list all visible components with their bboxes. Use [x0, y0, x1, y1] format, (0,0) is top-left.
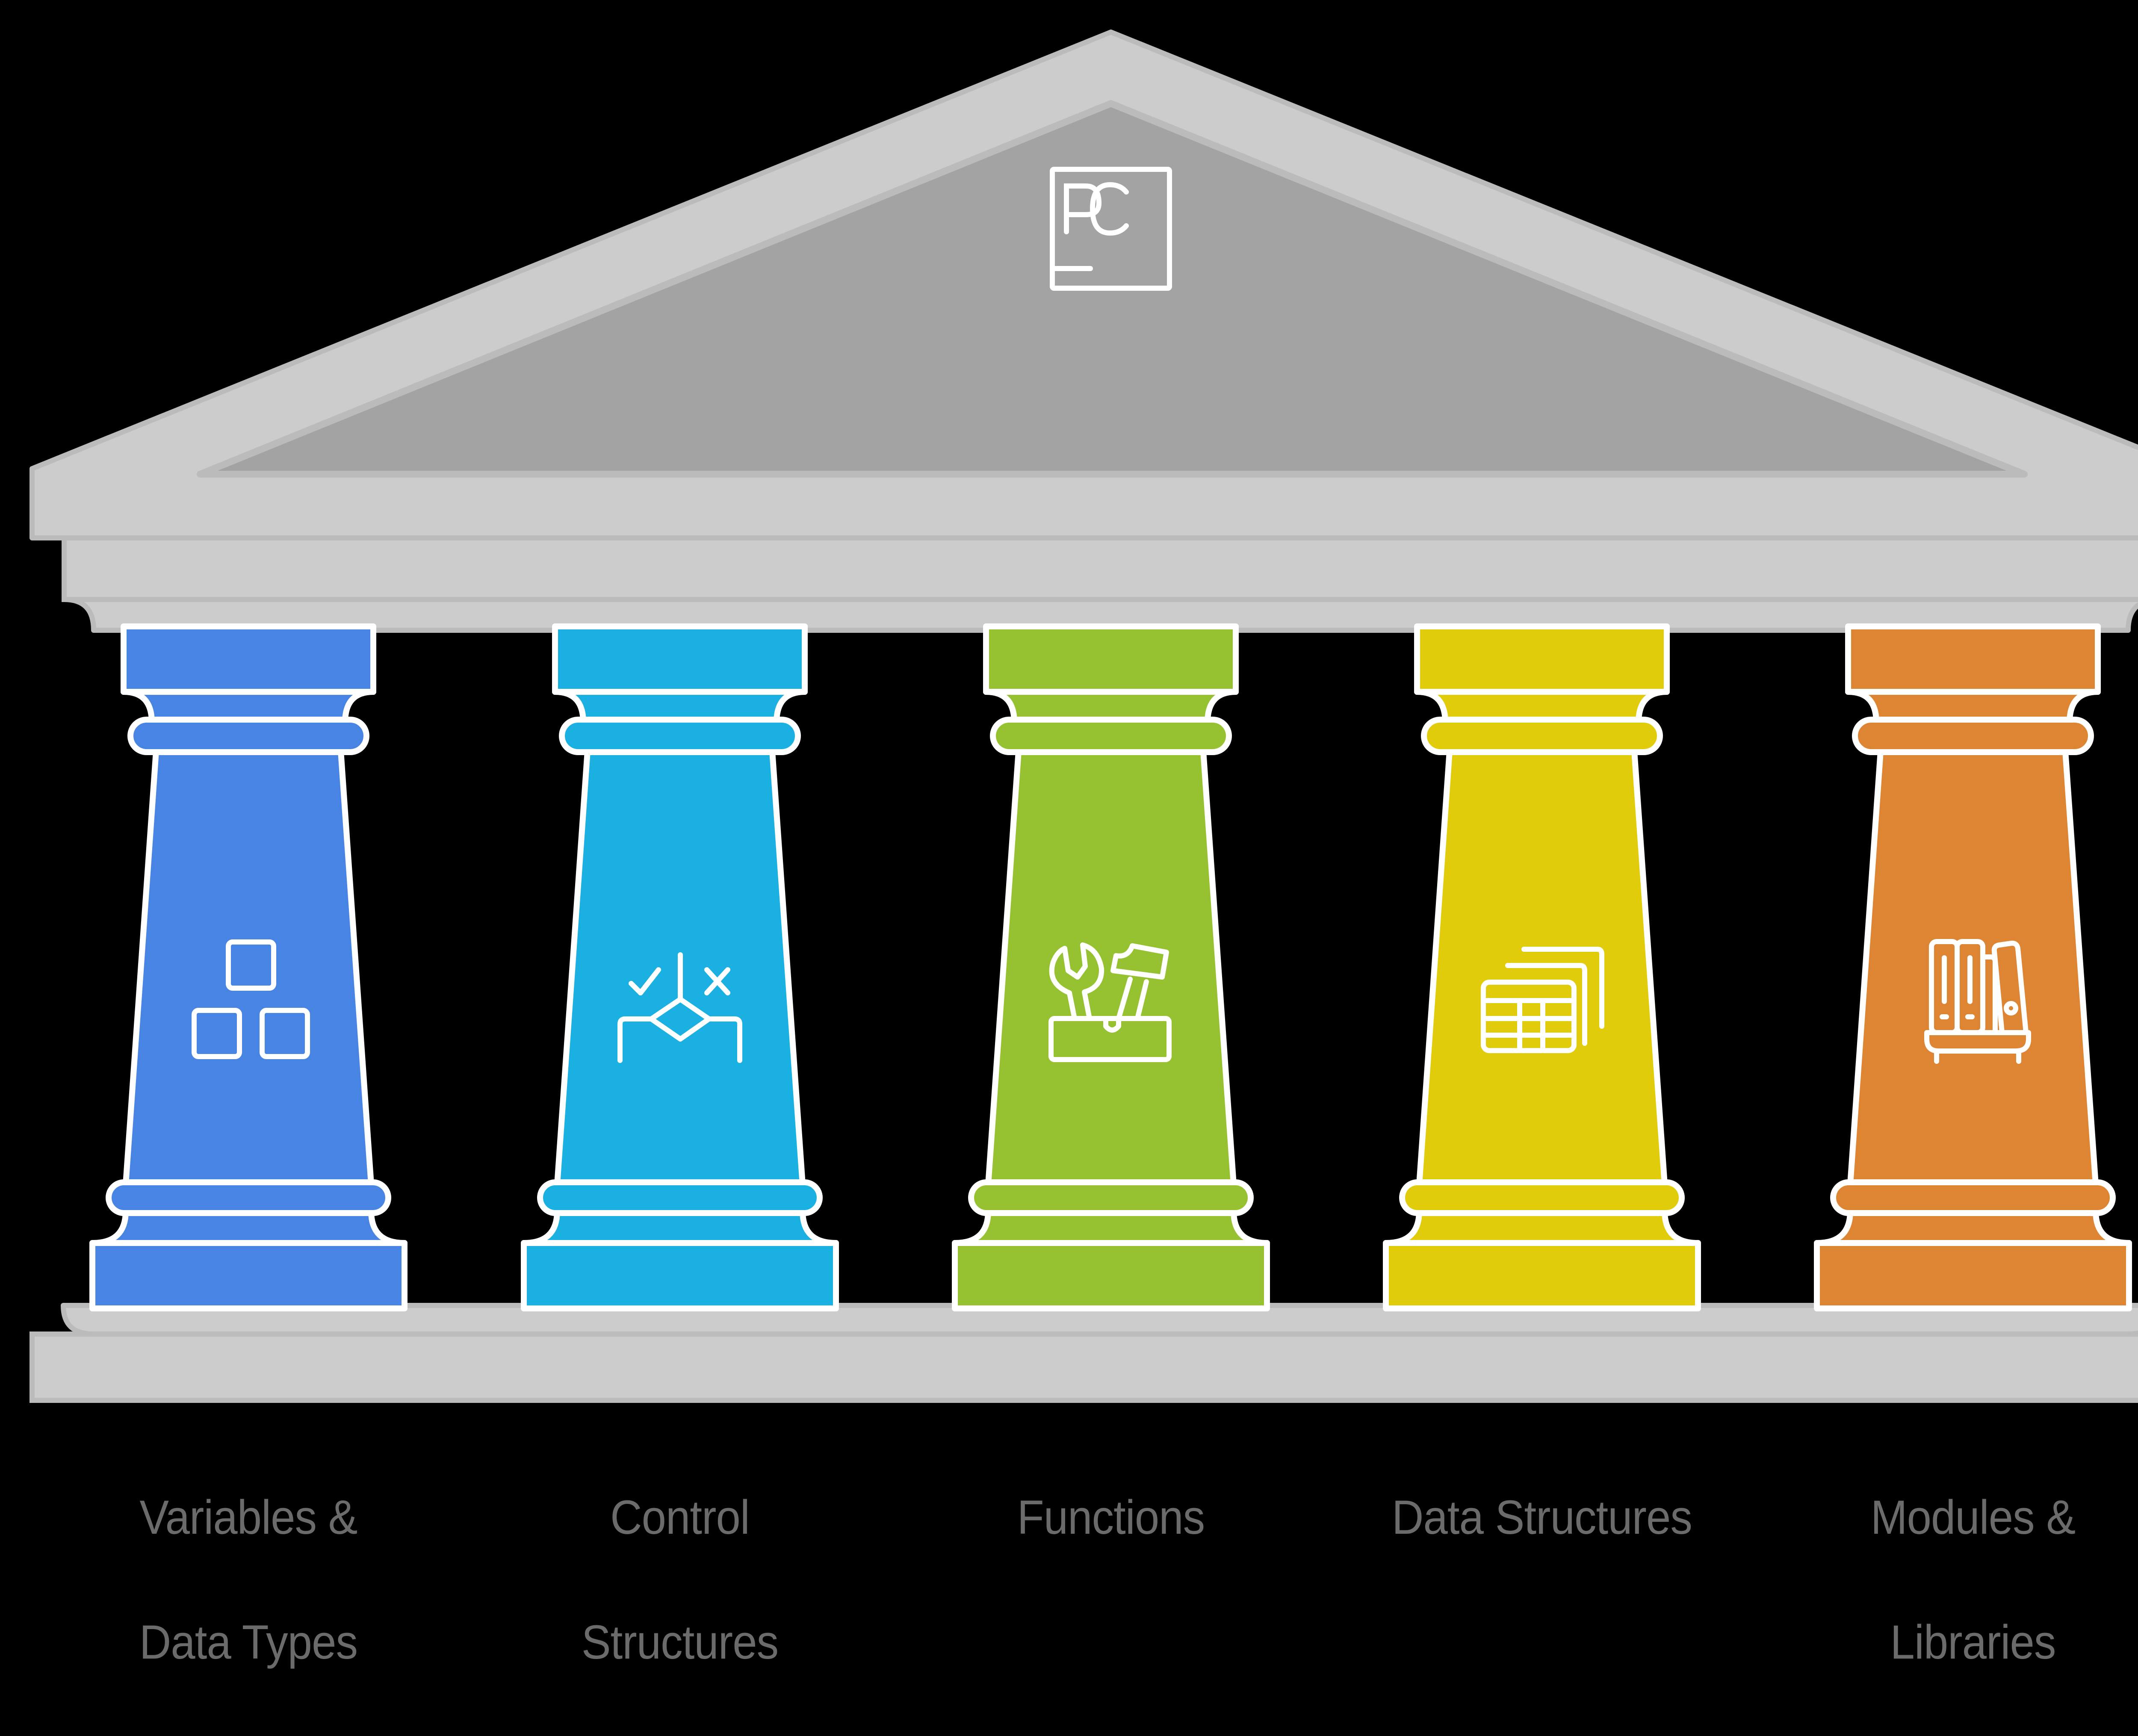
capital-block: [1414, 623, 1670, 695]
capital-block: [983, 623, 1239, 695]
pediment: [30, 30, 2138, 633]
lower-ring: [968, 1179, 1254, 1216]
shaft: [985, 748, 1237, 1187]
pillars: [89, 623, 2132, 1311]
lower-ring: [1399, 1179, 1685, 1216]
temple-diagram: [30, 30, 2138, 1403]
plinth: [952, 1240, 1270, 1311]
architrave: [62, 597, 2138, 633]
upper-ring: [990, 717, 1232, 755]
stacked-tables-icon: [1481, 947, 1604, 1053]
pillar-control: [521, 623, 839, 1311]
decision-flow-icon: [617, 952, 742, 1063]
lower-ring: [1830, 1179, 2116, 1216]
toolbox-icon: [1048, 942, 1172, 1062]
shaft: [1847, 748, 2099, 1187]
pillar-functions: [952, 623, 1270, 1311]
blocks-icon: [192, 939, 310, 1059]
upper-ring: [1852, 717, 2094, 755]
capital-block: [552, 623, 808, 695]
pillar-label-control: Control Structures: [581, 1491, 779, 1669]
plinth: [1383, 1240, 1701, 1311]
pillar-variables: [89, 623, 408, 1311]
pillar-label-variables: Variables & Data Types: [139, 1491, 358, 1669]
upper-ring: [1421, 717, 1663, 755]
plinth: [89, 1240, 408, 1311]
upper-ring: [127, 717, 369, 755]
plinth: [1814, 1240, 2132, 1311]
capital-block: [121, 623, 376, 695]
pillar-label-modules: Modules & Libraries: [1870, 1491, 2076, 1669]
plinth: [521, 1240, 839, 1311]
lower-ring: [106, 1179, 391, 1216]
pillar-label-data-structures: Data Structures: [1391, 1491, 1692, 1544]
pillar-label-functions: Functions: [1017, 1491, 1205, 1544]
bookshelf-icon: [1924, 939, 2031, 1064]
frieze: [62, 535, 2138, 602]
capital-block: [1845, 623, 2101, 695]
shaft: [123, 748, 374, 1187]
stylobate: [30, 1303, 2138, 1403]
pycharm-logo-icon: [1050, 167, 1172, 291]
upper-ring: [559, 717, 801, 755]
base-lower-step: [30, 1332, 2138, 1403]
pillar-data-structures: [1383, 623, 1701, 1311]
lower-ring: [537, 1179, 823, 1216]
pillar-modules: [1814, 623, 2132, 1311]
